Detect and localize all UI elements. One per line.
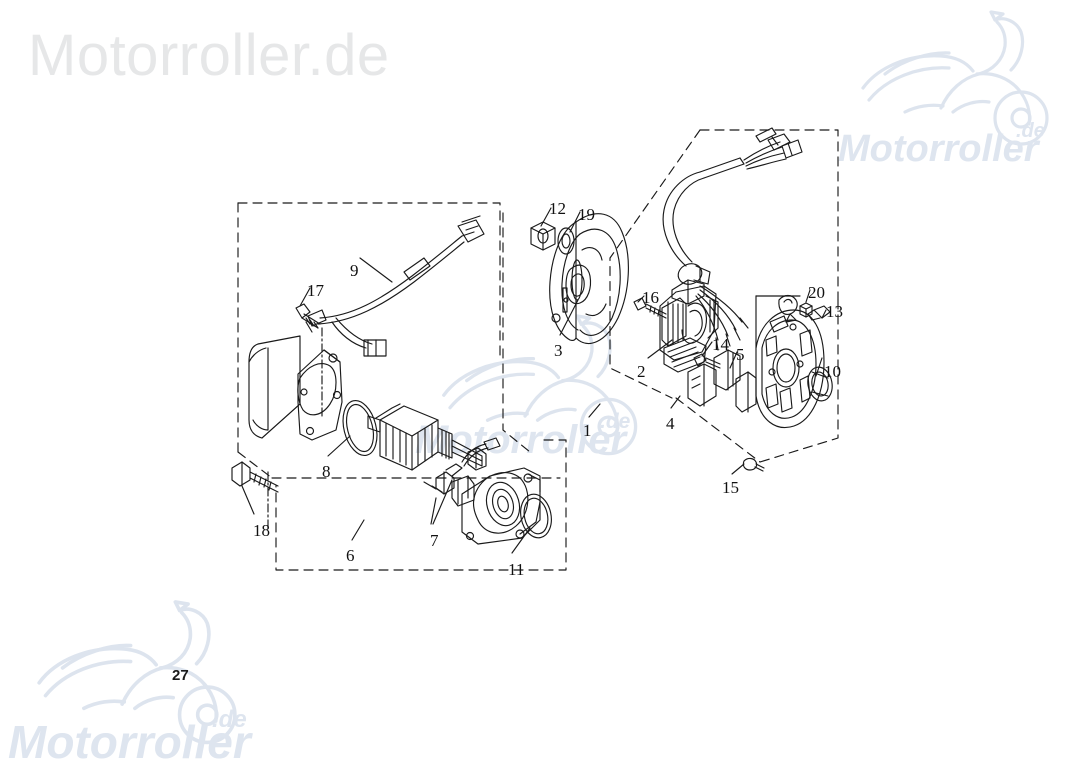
armature-oring [342,399,378,457]
mounting-screw-part-15 [742,457,765,472]
callout-2: 2 [637,362,646,381]
callout-7: 7 [430,531,439,550]
callout-1: 1 [583,421,592,440]
group-boundary-4 [609,129,839,463]
watermark-brand-bottom-left: Motorroller [8,716,251,768]
callout-14: 14 [712,335,729,354]
header-watermark-text: Motorroller.de [28,23,390,88]
stator-base-plate [755,309,825,428]
callout-9: 9 [350,261,359,280]
callout-3: 3 [554,341,563,360]
armature-part-8 [367,403,487,471]
group-boundary-4-lower [675,397,761,463]
watermark-suffix-top-right: .de [1016,120,1045,142]
callout-12: 12 [549,199,566,218]
group-boundary-6 [237,202,561,479]
page-number: 27 [172,667,189,684]
callout-5: 5 [736,345,745,364]
carbon-brush-part-7 [423,437,501,495]
watermark-suffix-center: .de [600,410,631,433]
callout-16: 16 [642,288,659,307]
mounting-bolt-part-18 [231,461,279,493]
pickup-coil-part-5 [687,349,757,413]
callout-8: 8 [322,462,331,481]
screw-part-14 [693,353,721,369]
callout-6: 6 [346,546,355,565]
callout-10: 10 [824,362,841,381]
leader-lines [241,207,827,554]
callout-18: 18 [253,521,270,540]
callout-20: 20 [808,283,825,302]
watermark-suffix-bottom-left: .de [212,706,247,733]
wire-grommet-part-10 [807,366,833,402]
group-boundary-1 [502,212,531,453]
flywheel-rotor-part-3 [549,213,629,344]
terminal-bolt-part-17 [295,303,321,329]
starter-motor-body [248,335,343,441]
callout-19: 19 [578,205,595,224]
callout-17: 17 [307,281,324,300]
stator-wire-harness [662,127,803,351]
callout-11: 11 [508,560,525,579]
flywheel-nut-part-12 [530,221,556,251]
stator-coil-part-2 [659,279,719,373]
oring-part-11 [520,493,552,539]
starter-cable-part-9 [305,215,485,357]
watermark-brand-top-right: Motorroller [838,128,1039,170]
watermark-brand-center: Motorroller [415,418,627,462]
stator-screw-part-16 [633,297,667,319]
callout-13: 13 [826,302,843,321]
callout-15: 15 [722,478,739,497]
group-boundary-11 [275,439,567,571]
callout-4: 4 [666,414,675,433]
